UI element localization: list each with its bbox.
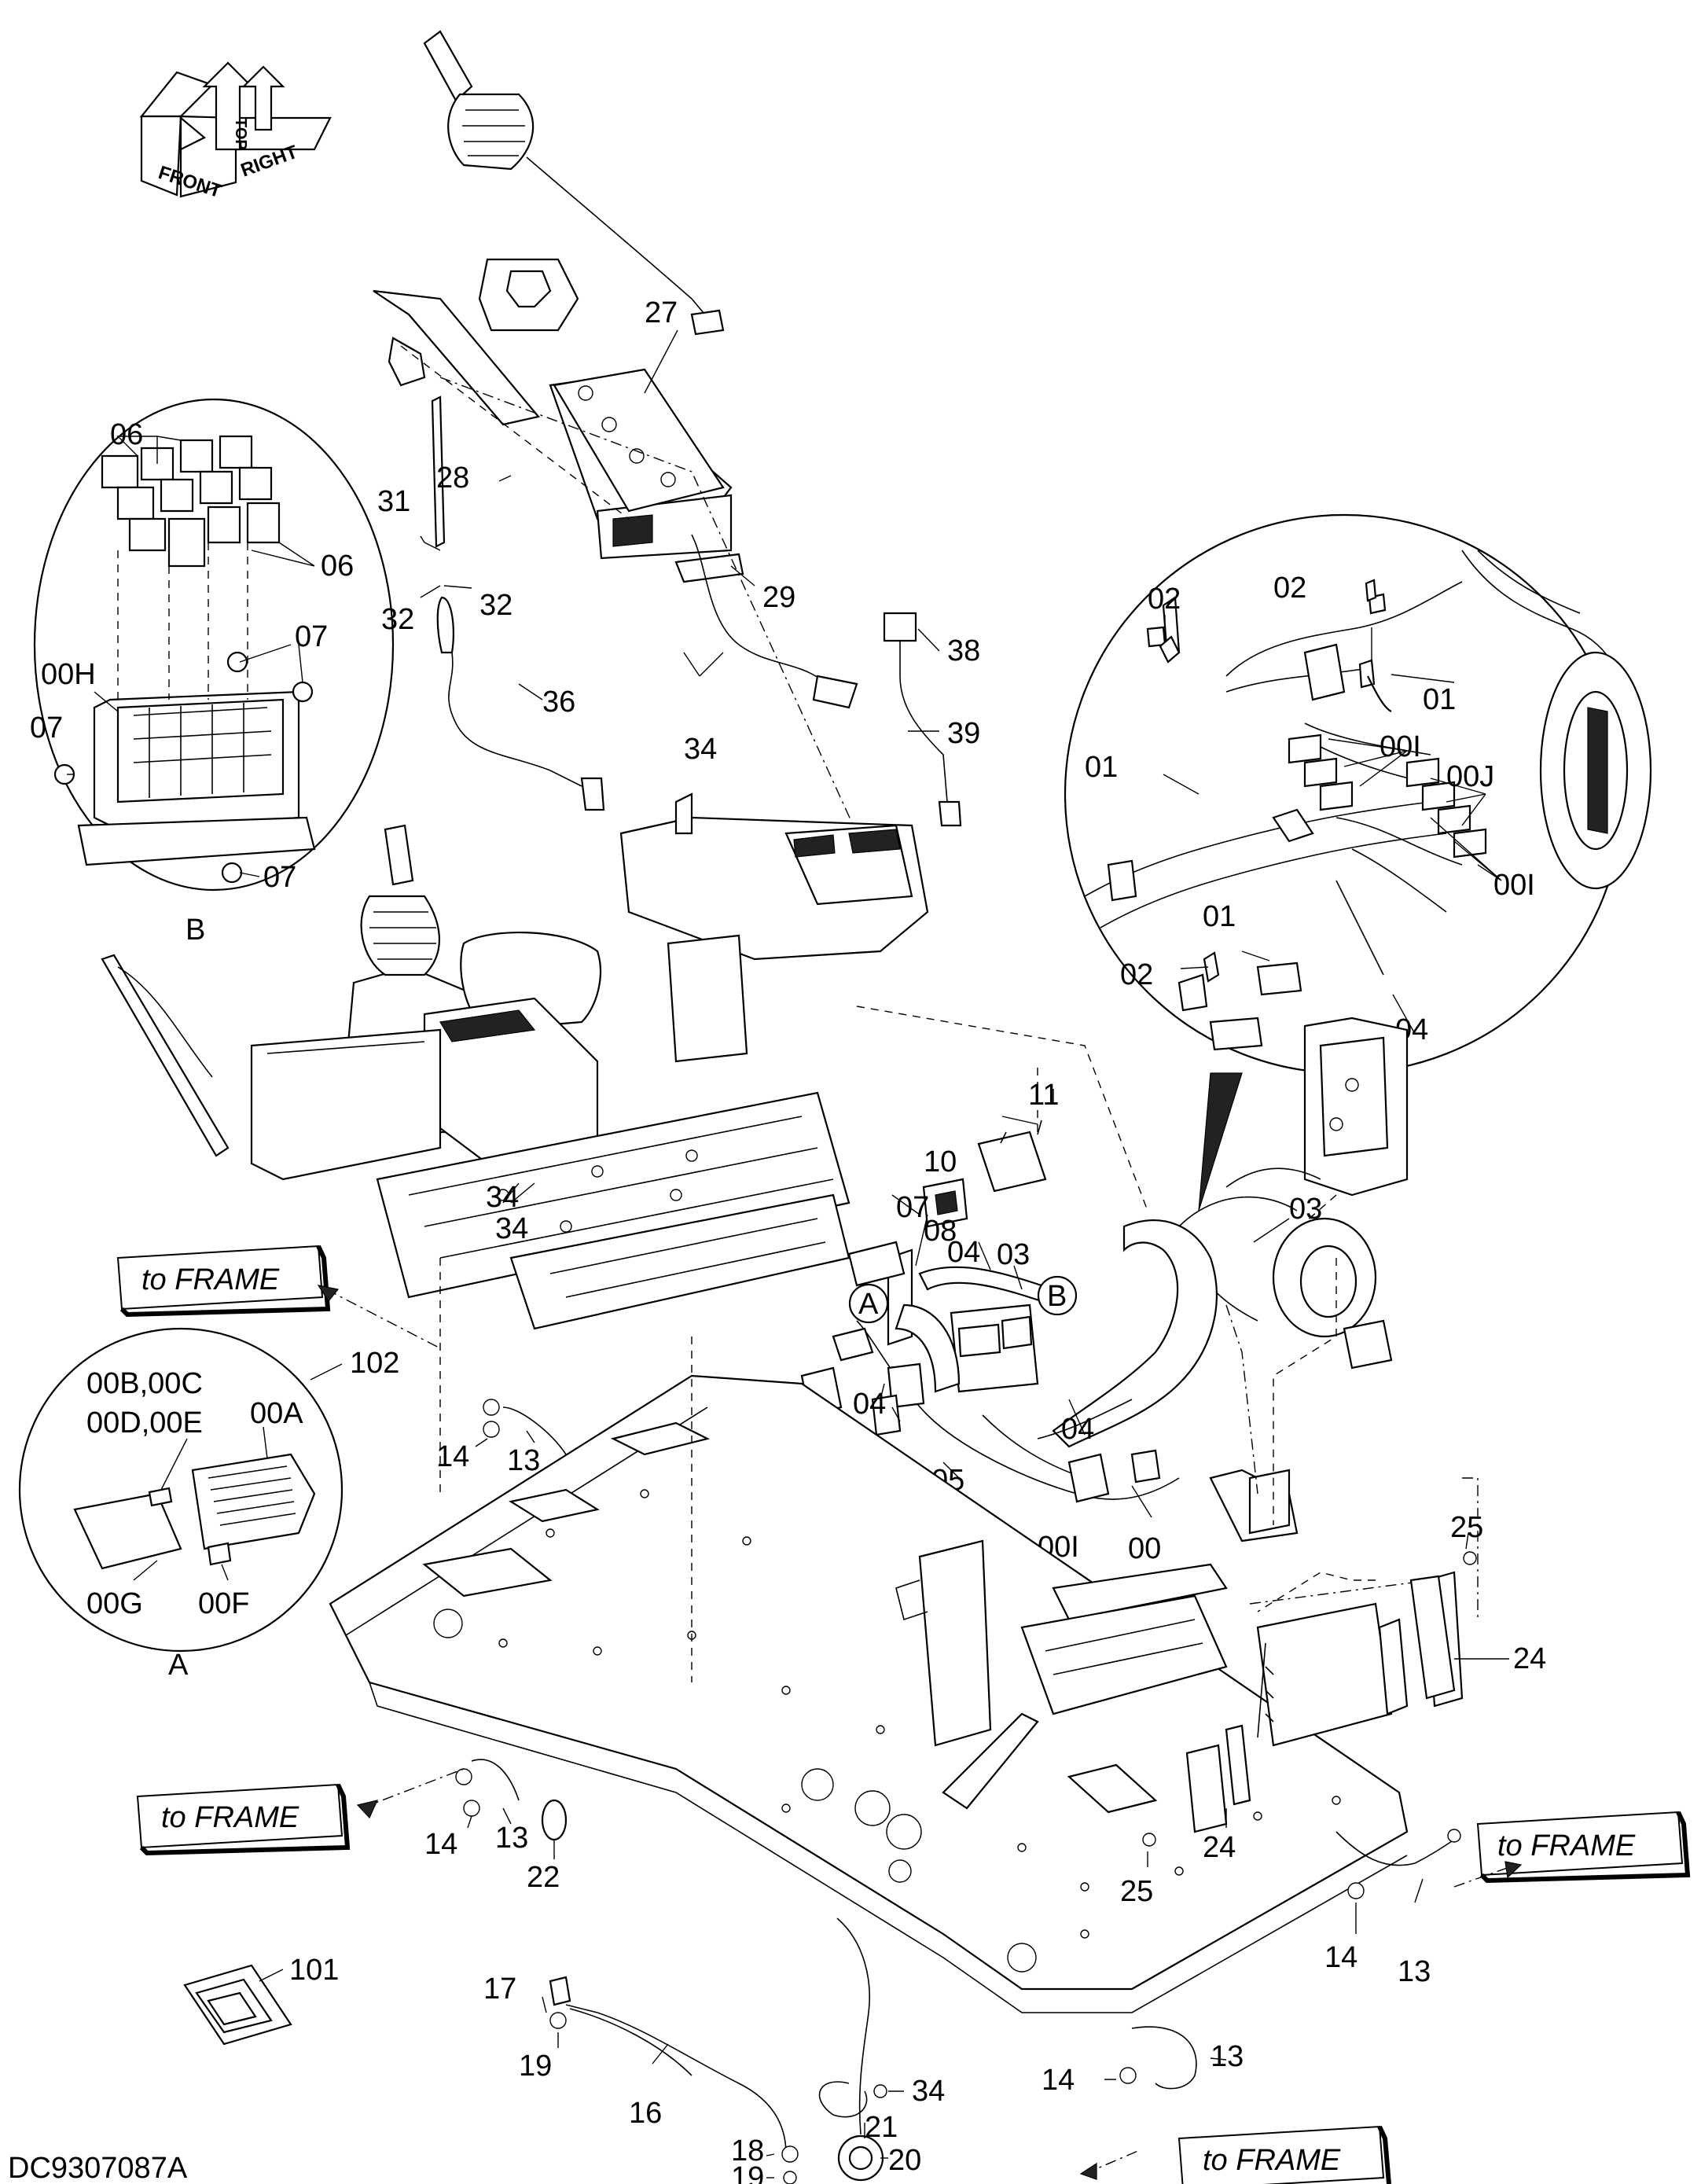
callout-31: 31 [377,485,410,518]
callout-08: 08 [924,1215,957,1248]
callout-01b: 01 [1085,751,1118,784]
seat-console-assembly: 34 [101,792,929,1330]
callout-03a: 03 [997,1238,1030,1271]
label-101-group: 101 [183,1954,339,2046]
detail-view-b: 06 06 07 00H 07 07 B [30,398,395,947]
to-frame-label-4: to FRAME [1203,2144,1341,2177]
to-frame-4: to FRAME [1079,2125,1391,2184]
callout-34d: 34 [912,2075,945,2108]
callout-04b: 04 [947,1236,980,1269]
to-frame-label-2: to FRAME [161,1801,299,1834]
callout-00Ia: 00I [1380,730,1421,763]
callout-07c: 07 [263,861,296,894]
callout-14c: 14 [1324,1941,1357,1974]
switch-panel-group: 27 28 29 31 32 32 36 34 38 39 [377,296,980,834]
callout-25b: 25 [1120,1875,1153,1908]
right-joystick-assembly [373,30,744,583]
to-frame-label-3: to FRAME [1497,1829,1636,1862]
to-frame-1: to FRAME [116,1245,441,1349]
callout-06b: 06 [321,550,354,583]
center-harness-assembly: A B 11 10 07 08 04 03 03 04 04 09 05 00I… [486,1006,1409,1565]
callout-13b: 13 [495,1822,528,1855]
callout-29: 29 [762,581,795,614]
callout-00F: 00F [198,1587,249,1620]
callout-20: 20 [888,2144,921,2177]
callout-34b: 34 [495,1212,528,1245]
callout-06a: 06 [110,418,143,451]
callout-02c: 02 [1120,958,1153,991]
callout-00: 00 [1128,1532,1161,1565]
callout-28: 28 [436,461,469,495]
callout-32a: 32 [381,603,414,636]
callout-04d: 04 [1061,1413,1094,1446]
callout-24b: 24 [1203,1831,1236,1864]
callout-18: 18 [731,2134,764,2167]
orientation-top-label: TOP [232,118,249,150]
callout-25a: 25 [1450,1511,1483,1544]
callout-14a: 14 [436,1440,469,1473]
callout-36: 36 [542,686,575,719]
callout-13c: 13 [1398,1955,1431,1988]
orientation-symbol: FRONT TOP RIGHT [139,61,332,202]
callout-102: 102 [350,1347,399,1380]
callout-00G: 00G [86,1587,143,1620]
callout-21: 21 [865,2111,898,2144]
callout-04c: 04 [853,1388,886,1421]
callout-32b: 32 [479,589,513,622]
to-frame-label-1: to FRAME [141,1263,280,1296]
callout-14d: 14 [1042,2064,1075,2097]
to-frame-3: to FRAME [1453,1811,1691,1888]
detail-view-a: 00B,00C 00D,00E 00A 102 00G 00F A [18,1327,399,1682]
callout-22: 22 [527,1861,560,1894]
callout-03b: 03 [1289,1193,1322,1226]
callout-00Ib: 00I [1493,869,1535,902]
callout-11: 11 [1028,1079,1059,1112]
callout-00A: 00A [250,1397,303,1430]
callout-00H: 00H [41,658,96,691]
callout-02b: 02 [1273,572,1306,605]
floor-plate [329,1258,1479,2013]
callout-34a: 34 [684,733,717,766]
callout-00BC: 00B,00C [86,1367,203,1400]
callout-101: 101 [289,1954,339,1987]
callout-01c: 01 [1203,900,1236,933]
detail-label-a: A [168,1649,189,1682]
callout-07a: 07 [295,620,328,653]
callout-19b: 19 [731,2161,764,2184]
callout-16: 16 [629,2097,662,2130]
detail-view-harness: 02 02 01 01 00I 00J 00I 01 02 04 [1064,513,1652,1211]
callout-38: 38 [947,634,980,667]
callout-00DE: 00D,00E [86,1406,203,1439]
bracket-24-25: 25 24 25 24 [1120,1511,1546,1908]
ground-cables: 14 13 14 13 22 14 13 14 13 [424,1399,1461,2184]
drawing-code: DC9307087A [8,2152,188,2184]
callout-01a: 01 [1423,683,1456,716]
callout-00J: 00J [1446,760,1494,793]
callout-27: 27 [645,296,678,329]
callout-39: 39 [947,717,980,750]
callout-07d: 07 [896,1191,929,1224]
callout-02a: 02 [1148,583,1181,616]
callout-34c: 34 [486,1181,519,1214]
callout-19a: 19 [519,2050,552,2083]
callout-17: 17 [483,1973,516,2006]
callout-14b: 14 [424,1828,457,1861]
callout-24a: 24 [1513,1642,1546,1675]
callout-07b: 07 [30,711,63,745]
callout-13d: 13 [1211,2040,1244,2073]
to-frame-2: to FRAME [136,1768,465,1856]
detail-callout-a: A [858,1288,879,1321]
callout-10: 10 [924,1145,957,1178]
callout-13a: 13 [507,1444,540,1477]
detail-callout-b: B [1047,1280,1067,1313]
detail-label-b: B [186,914,205,947]
